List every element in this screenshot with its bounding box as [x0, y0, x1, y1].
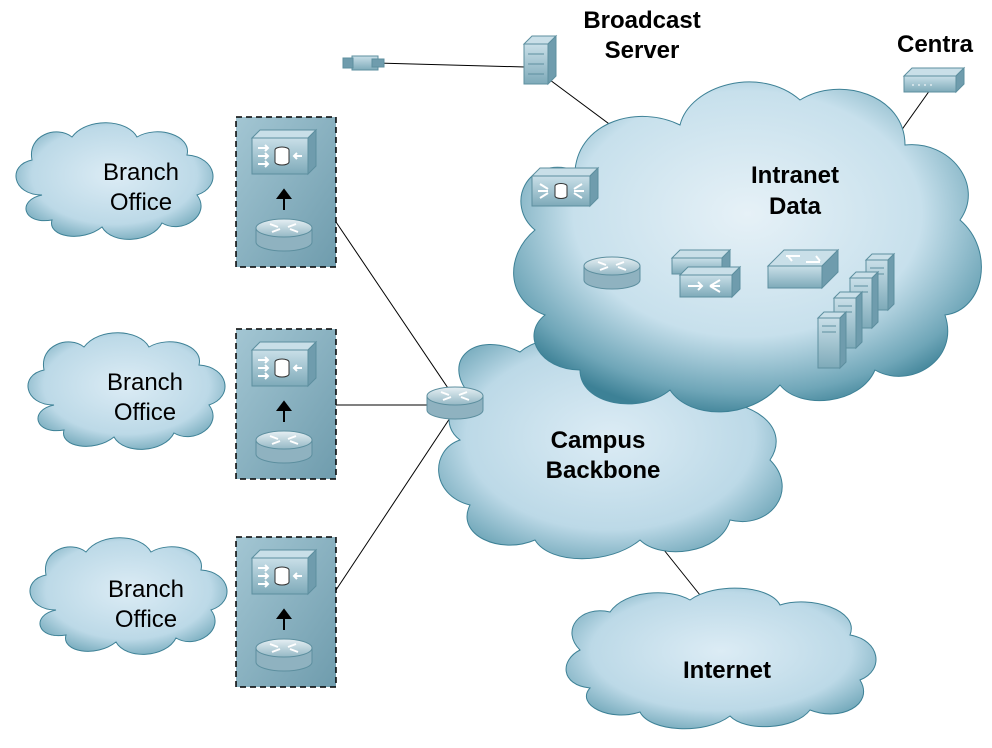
broadcast-server-label-line2: Server: [605, 37, 680, 64]
up-arrow-icon: [276, 608, 292, 630]
content-engine-icon: [251, 549, 317, 595]
internet-label: Internet: [683, 657, 771, 684]
up-arrow-icon: [276, 188, 292, 210]
lan-switch-icon: [766, 248, 840, 290]
centra-label: Centra: [897, 31, 974, 58]
branch-office-label-1-line2: Office: [110, 189, 172, 216]
branch-office-label-1-line1: Branch: [103, 159, 179, 186]
intranet-data-label-line1: Intranet: [751, 162, 839, 189]
broadcast-server-icon: [522, 34, 558, 86]
router-icon: [255, 430, 313, 464]
router-icon: [583, 256, 641, 290]
content-engine-icon: [251, 341, 317, 387]
video-camera-icon: [342, 55, 385, 71]
server-icon: [817, 311, 847, 369]
up-arrow-icon: [276, 400, 292, 422]
branch-office-label-2-line1: Branch: [107, 369, 183, 396]
intranet-data-cloud: [513, 81, 982, 413]
content-engine-icon: [530, 166, 600, 208]
branch-office-label-2-line2: Office: [114, 399, 176, 426]
branch-panel-2: [235, 328, 337, 480]
branch-office-label-3-line2: Office: [115, 606, 177, 633]
content-engine-icon: [251, 129, 317, 175]
content-switch-icon: [670, 248, 742, 299]
branch-office-label-3-line1: Branch: [108, 576, 184, 603]
internet-cloud: [565, 587, 877, 730]
branch-panel-3: [235, 536, 337, 688]
broadcast-server-label-line1: Broadcast: [583, 7, 700, 34]
centra-appliance-icon: [902, 66, 966, 94]
campus-backbone-label-line2: Backbone: [546, 457, 661, 484]
router-icon: [255, 218, 313, 252]
intranet-data-label-line2: Data: [769, 193, 822, 220]
router-icon: [255, 638, 313, 672]
branch-panel-1: [235, 116, 337, 268]
campus-backbone-label-line1: Campus: [551, 427, 646, 454]
router-icon: [426, 386, 484, 420]
